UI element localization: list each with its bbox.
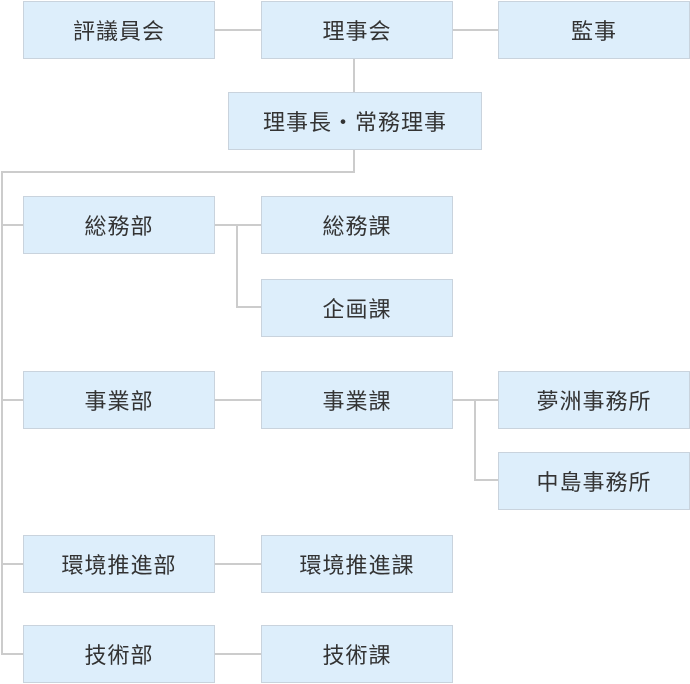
connector-offices-vertical: [474, 399, 476, 481]
connector-main-trunk: [1, 171, 3, 655]
connector-trunk-general-affairs: [1, 224, 24, 226]
executives-box: 理事長・常務理事: [228, 92, 482, 150]
environment-dept-box: 環境推進部: [23, 535, 215, 593]
board-box: 理事会: [261, 1, 453, 59]
connector-executives-down: [353, 149, 355, 172]
connector-board-executives: [353, 58, 355, 92]
technical-dept-box: 技術部: [23, 625, 215, 683]
connector-planning-branch: [236, 306, 261, 308]
environment-section-box: 環境推進課: [261, 535, 453, 593]
connector-technical-section: [215, 653, 261, 655]
general-affairs-dept-box: 総務部: [23, 196, 215, 254]
technical-section-box: 技術課: [261, 625, 453, 683]
connector-board-auditor: [453, 29, 498, 31]
connector-business-section: [215, 399, 261, 401]
connector-trunk-technical: [1, 653, 24, 655]
connector-main-horizontal: [1, 171, 355, 173]
general-affairs-section-box: 総務課: [261, 196, 453, 254]
business-section-box: 事業課: [261, 371, 453, 429]
connector-nakajima-branch: [474, 479, 498, 481]
planning-section-box: 企画課: [261, 279, 453, 337]
connector-general-affairs-branch: [215, 224, 261, 226]
connector-environment-section: [215, 563, 261, 565]
auditor-box: 監事: [498, 1, 690, 59]
connector-council-board: [215, 29, 261, 31]
business-dept-box: 事業部: [23, 371, 215, 429]
council-box: 評議員会: [23, 1, 215, 59]
connector-trunk-business: [1, 399, 24, 401]
nakajima-office-box: 中島事務所: [498, 452, 690, 510]
yumeshima-office-box: 夢洲事務所: [498, 371, 690, 429]
connector-general-affairs-vertical: [236, 224, 238, 308]
connector-trunk-environment: [1, 563, 24, 565]
